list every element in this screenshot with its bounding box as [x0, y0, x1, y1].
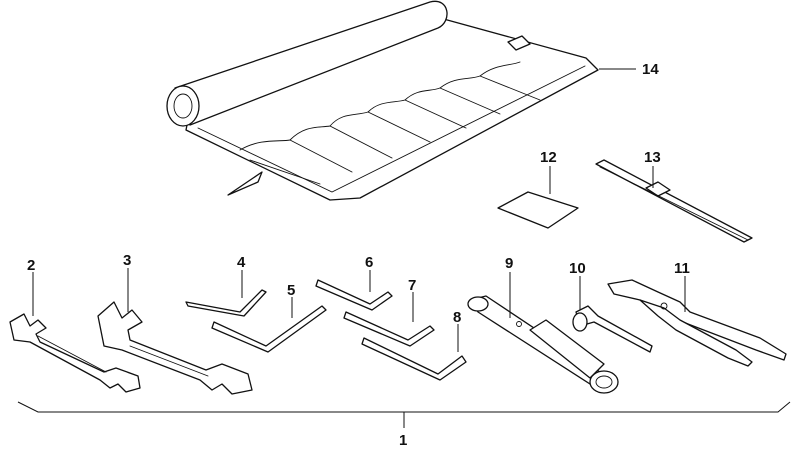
callout-13: 13: [644, 149, 661, 166]
callout-1: 1: [399, 432, 407, 449]
callout-8: 8: [453, 309, 461, 326]
callout-6: 6: [365, 254, 373, 271]
open-end-wrench-small: [9, 313, 141, 393]
open-end-wrench-large: [97, 301, 253, 395]
hex-key-6: [315, 279, 393, 311]
callout-11: 11: [674, 260, 690, 277]
hex-key-7: [343, 311, 435, 347]
callout-7: 7: [408, 277, 416, 294]
group-bracket: [17, 401, 791, 413]
callout-9: 9: [505, 255, 513, 272]
callout-3: 3: [123, 252, 131, 269]
tool-roll-bag: [166, 0, 599, 201]
leader-lines: [32, 68, 686, 428]
hex-key-8: [361, 337, 467, 381]
angled-socket-wrench: [572, 305, 653, 353]
hex-key-5: [211, 305, 327, 353]
callout-4: 4: [237, 254, 246, 271]
combination-pliers: [607, 279, 787, 367]
spark-plug-wrench: [467, 295, 619, 394]
screwdriver: [595, 159, 753, 243]
instruction-card: [497, 191, 579, 229]
callout-5: 5: [287, 282, 295, 299]
hex-key-4: [185, 289, 267, 317]
callout-14: 14: [642, 61, 659, 78]
callout-2: 2: [27, 257, 35, 274]
callout-10: 10: [569, 260, 586, 277]
callout-12: 12: [540, 149, 557, 166]
